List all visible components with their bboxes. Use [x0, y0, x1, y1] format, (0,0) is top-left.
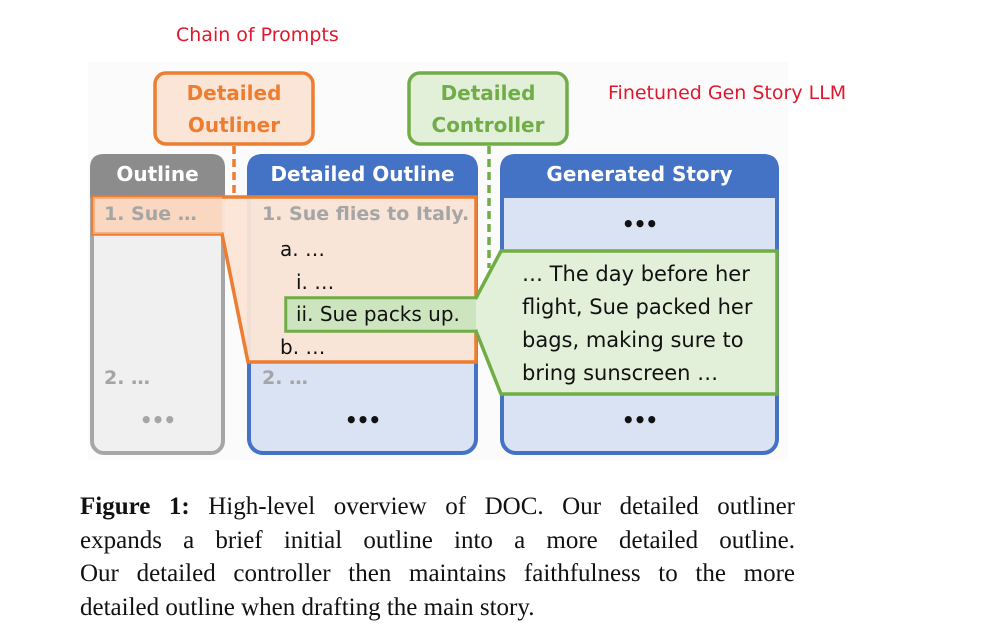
detailed-outliner-title-line1: Detailed — [186, 81, 282, 105]
detailed-controller-title-line2: Controller — [431, 113, 545, 137]
detailed-outliner-title-line2: Outliner — [187, 113, 281, 137]
detailed-outline-column-header-bg — [247, 154, 478, 198]
caption-line: detailed outline when drafting the main … — [80, 593, 535, 621]
generated-story-column-header-bg — [500, 154, 779, 198]
outline-item-ii-highlight — [287, 299, 476, 330]
figure-caption: Figure 1: High-level overview of DOC. Ou… — [80, 490, 795, 624]
detailed-outline-item-i: i. … — [296, 270, 335, 294]
story-ellipsis-bottom: ••• — [621, 408, 658, 432]
finetuned-llm-label: Finetuned Gen Story LLM — [608, 82, 847, 104]
story-passage-line: bags, making sure to — [522, 328, 744, 352]
chain-of-prompts-label: Chain of Prompts — [176, 24, 339, 46]
outline-ellipsis: ••• — [139, 408, 176, 432]
story-passage-line: … The day before her — [522, 262, 750, 286]
story-passage: … The day before her flight, Sue packed … — [522, 258, 752, 390]
figure-shapes — [90, 71, 779, 455]
controller-callout — [284, 249, 779, 396]
detailed-outline-header: Detailed Outline — [270, 162, 455, 186]
detailed-controller-title-line1: Detailed — [440, 81, 536, 105]
doc-overview-figure: Chain of Prompts Finetuned Gen Story LLM… — [90, 24, 847, 455]
outline-item1-highlight — [93, 197, 222, 234]
detailed-outline-ellipsis: ••• — [344, 408, 381, 432]
caption-line: Our detailed controller then maintains f… — [80, 560, 795, 587]
outline-column-header-bg — [90, 154, 225, 198]
detailed-outline-item-2: 2. … — [262, 367, 309, 389]
detailed-outliner-title: Detailed Outliner — [155, 77, 313, 141]
detailed-outliner-box — [153, 71, 315, 146]
detailed-controller-title: Detailed Controller — [409, 77, 567, 141]
detailed-outline-item-1: 1. Sue flies to Italy. — [262, 203, 470, 225]
caption-line-text: High-level overview of DOC. Our detailed… — [189, 493, 795, 520]
detailed-outline-item-a: a. … — [280, 237, 325, 261]
story-ellipsis-top: ••• — [621, 212, 658, 236]
caption-line: expands a brief initial outline into a m… — [80, 526, 795, 554]
outline-item-1: 1. Sue … — [104, 203, 197, 225]
caption-line: Figure 1: High-level overview of DOC. Ou… — [80, 490, 795, 524]
story-passage-line: bring sunscreen … — [522, 361, 719, 385]
outline-header: Outline — [116, 162, 199, 186]
detailed-outline-item-b: b. … — [280, 335, 326, 359]
generated-story-header: Generated Story — [546, 162, 733, 186]
outline-item-2: 2. … — [104, 367, 151, 389]
detailed-controller-box — [407, 71, 569, 146]
caption-label: Figure 1: — [80, 493, 190, 520]
story-passage-line: flight, Sue packed her — [522, 295, 753, 319]
detailed-outline-item-ii: ii. Sue packs up. — [296, 302, 460, 326]
